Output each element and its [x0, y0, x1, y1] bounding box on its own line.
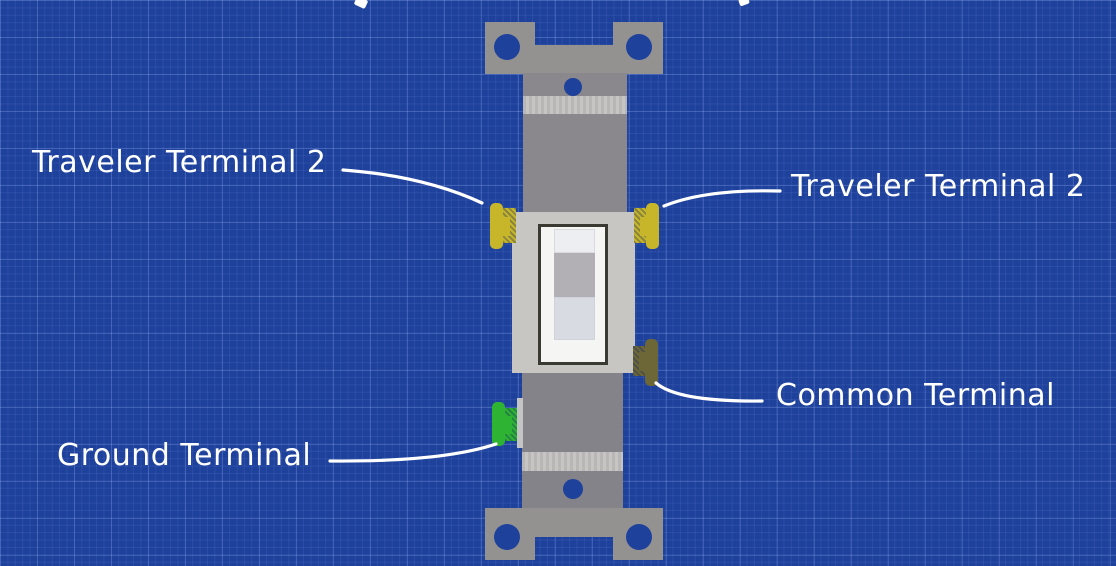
traveler-screw-left-hub [502, 217, 510, 236]
ground-strip [517, 398, 523, 448]
ground-screw-icon [492, 402, 505, 446]
leader-line-traveler-right [662, 189, 782, 208]
mounting-hole-bottom-right [626, 524, 652, 550]
label-traveler-terminal-left: Traveler Terminal 2 [32, 145, 327, 180]
screw-hole-top [564, 78, 582, 96]
ground-screw-hub [504, 416, 512, 434]
toggle-lever-top [554, 229, 595, 253]
leader-line-traveler-left [341, 168, 484, 205]
mounting-hole-top-left [494, 34, 520, 60]
leader-line-common [654, 381, 764, 403]
cropped-title-fragment-left [353, 0, 369, 10]
mounting-hole-bottom-left [494, 524, 520, 550]
plaster-band-top [523, 96, 627, 114]
traveler-screw-left-icon [490, 203, 503, 249]
leader-line-ground [328, 442, 498, 463]
toggle-lever-bottom [554, 297, 595, 340]
common-screw-hub [639, 352, 647, 371]
screw-hole-bottom [563, 479, 583, 499]
traveler-screw-right-hub [640, 217, 648, 236]
cropped-title-fragment-right [738, 0, 750, 7]
label-ground-terminal: Ground Terminal [57, 438, 312, 473]
mounting-hole-top-right [626, 34, 652, 60]
label-common-terminal: Common Terminal [776, 378, 1055, 413]
label-traveler-terminal-right: Traveler Terminal 2 [791, 169, 1086, 204]
common-screw-icon [645, 339, 658, 386]
traveler-screw-right-icon [646, 203, 659, 249]
toggle-lever-middle [554, 253, 595, 297]
plaster-band-bottom [522, 452, 623, 471]
